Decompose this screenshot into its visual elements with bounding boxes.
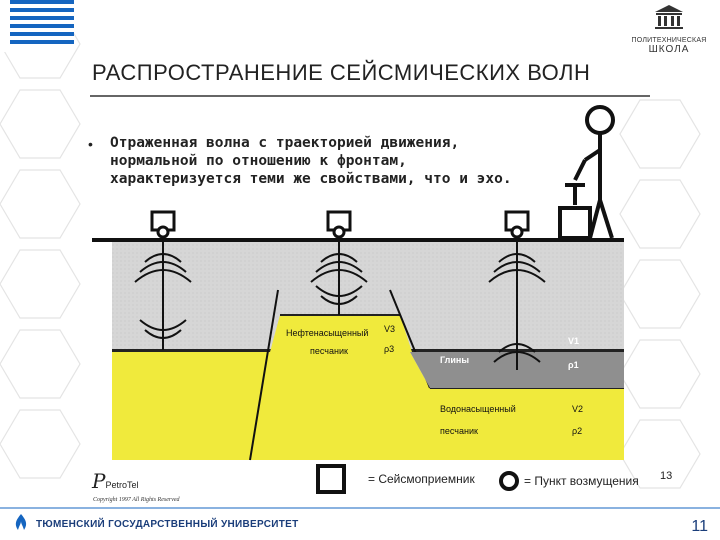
source-legend-label: = Пункт возмущения [524, 474, 639, 488]
school-label-big: ШКОЛА [648, 44, 690, 55]
footer-bar [0, 506, 720, 540]
inner-slide-number: 13 [660, 470, 673, 482]
oil-sand-label-2: песчаник [310, 346, 348, 356]
water-sand-layer [112, 352, 624, 460]
velocity-v1-label: V1 [568, 336, 580, 346]
school-label-small: ПОЛИТЕХНИЧЕСКАЯ [631, 37, 707, 44]
fault-line [249, 289, 279, 461]
source-icon [332, 225, 346, 239]
water-sand-label-2: песчаник [440, 426, 478, 436]
receiver-legend-icon [316, 464, 346, 494]
school-logo: ПОЛИТЕХНИЧЕСКАЯ ШКОЛА [624, 4, 714, 55]
petrotel-logo: PPetroTel [92, 469, 139, 493]
source-icon [156, 225, 170, 239]
velocity-v3-label: V3 [384, 324, 396, 334]
oil-sand-label: Нефтенасыщенный [286, 328, 369, 338]
density-p3-label: ρ3 [384, 344, 395, 354]
bullet-marker: • [88, 136, 93, 152]
corner-stripes [0, 0, 74, 52]
receiver-legend-label: = Сейсмоприемник [368, 472, 475, 486]
person-figure [558, 105, 615, 240]
copyright-text: Copyright 1997 All Rights Reserved [93, 497, 180, 503]
velocity-v2-label: V2 [572, 404, 584, 414]
bullet-text: Отраженная волна с траекторией движения,… [110, 135, 512, 187]
density-p2-label: ρ2 [572, 426, 583, 436]
title-divider [90, 95, 650, 97]
page-title: РАСПРОСТРАНЕНИЕ СЕЙСМИЧЕСКИХ ВОЛН [92, 60, 591, 85]
source-legend-icon [499, 471, 519, 491]
oil-sand-layer [270, 315, 412, 352]
university-name: ТЮМЕНСКИЙ ГОСУДАРСТВЕННЫЙ УНИВЕРСИТЕТ [36, 519, 299, 530]
water-sand-label: Водонасыщенный [440, 404, 516, 414]
petrotel-label: PetroTel [105, 480, 139, 490]
clay-label: Глины [440, 355, 470, 365]
page-number: 11 [691, 518, 708, 535]
density-p1-label: ρ1 [568, 360, 579, 370]
university-logo-icon [15, 514, 27, 530]
building-icon [655, 5, 683, 29]
source-icon [510, 225, 524, 239]
